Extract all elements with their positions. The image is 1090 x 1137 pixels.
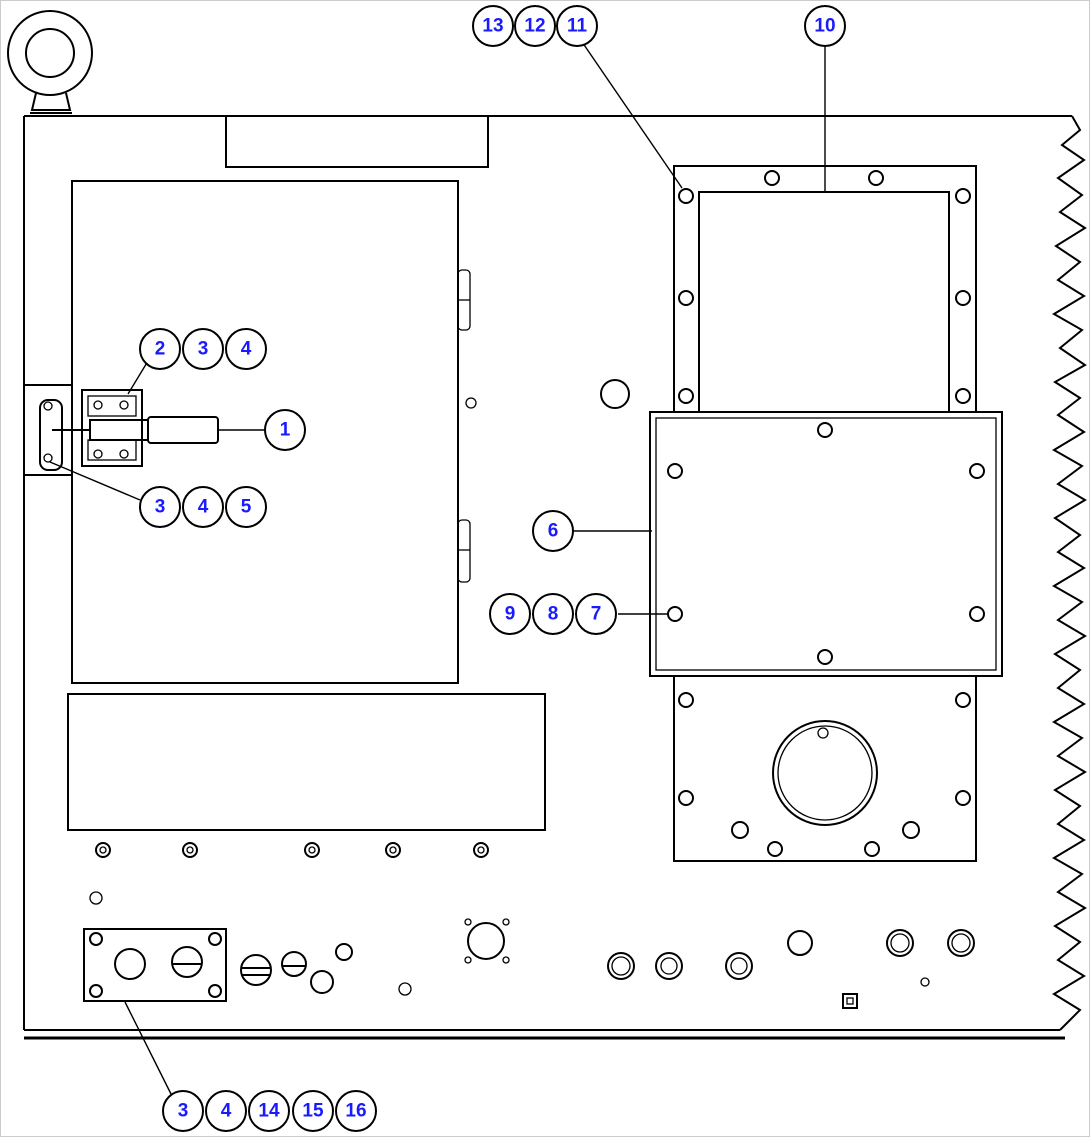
svg-text:9: 9 xyxy=(505,604,516,625)
svg-text:7: 7 xyxy=(591,604,602,625)
callout-3-middle[interactable]: 3 xyxy=(139,486,181,528)
callout-7[interactable]: 7 xyxy=(575,593,617,635)
callout-2[interactable]: 2 xyxy=(139,328,181,370)
top-plate xyxy=(225,115,489,168)
svg-text:4: 4 xyxy=(241,339,252,360)
bolt-row xyxy=(95,842,489,858)
svg-text:10: 10 xyxy=(814,16,835,37)
callout-11[interactable]: 11 xyxy=(556,5,598,47)
svg-text:16: 16 xyxy=(345,1101,366,1122)
callout-1[interactable]: 1 xyxy=(264,409,306,451)
svg-text:12: 12 xyxy=(524,16,545,37)
main-panel xyxy=(23,115,1087,1040)
callout-5[interactable]: 5 xyxy=(225,486,267,528)
svg-text:1: 1 xyxy=(280,420,291,441)
callouts: 13 12 11 10 2 3 4 1 xyxy=(139,5,846,1132)
callout-4-middle[interactable]: 4 xyxy=(182,486,224,528)
callout-3-lower[interactable]: 3 xyxy=(162,1090,204,1132)
bottom-components xyxy=(83,891,975,1009)
lower-left-plate xyxy=(67,693,546,831)
svg-text:13: 13 xyxy=(482,16,503,37)
lifting-eye xyxy=(7,10,93,114)
callout-13[interactable]: 13 xyxy=(472,5,514,47)
callout-3-upper[interactable]: 3 xyxy=(182,328,224,370)
svg-text:11: 11 xyxy=(567,16,588,37)
svg-text:3: 3 xyxy=(178,1101,189,1122)
svg-text:3: 3 xyxy=(198,339,209,360)
callout-8[interactable]: 8 xyxy=(532,593,574,635)
callout-12[interactable]: 12 xyxy=(514,5,556,47)
svg-text:4: 4 xyxy=(198,497,209,518)
callout-15[interactable]: 15 xyxy=(292,1090,334,1132)
svg-text:6: 6 xyxy=(548,521,559,542)
svg-text:15: 15 xyxy=(302,1101,324,1122)
door-latch xyxy=(23,384,219,476)
svg-text:5: 5 xyxy=(241,497,252,518)
break-line xyxy=(1052,115,1087,1031)
svg-text:8: 8 xyxy=(548,604,559,625)
access-cover xyxy=(649,411,1003,677)
upper-right-frame xyxy=(600,165,977,413)
callout-10[interactable]: 10 xyxy=(804,5,846,47)
svg-text:4: 4 xyxy=(221,1101,232,1122)
svg-text:3: 3 xyxy=(155,497,166,518)
lower-right-plate xyxy=(673,675,977,862)
callout-14[interactable]: 14 xyxy=(248,1090,290,1132)
svg-text:14: 14 xyxy=(258,1101,280,1122)
callout-6[interactable]: 6 xyxy=(532,510,574,552)
svg-text:2: 2 xyxy=(155,339,166,360)
callout-4-lower[interactable]: 4 xyxy=(205,1090,247,1132)
callout-4-upper[interactable]: 4 xyxy=(225,328,267,370)
callout-16[interactable]: 16 xyxy=(335,1090,377,1132)
leader-lines xyxy=(49,35,826,1097)
callout-9[interactable]: 9 xyxy=(489,593,531,635)
